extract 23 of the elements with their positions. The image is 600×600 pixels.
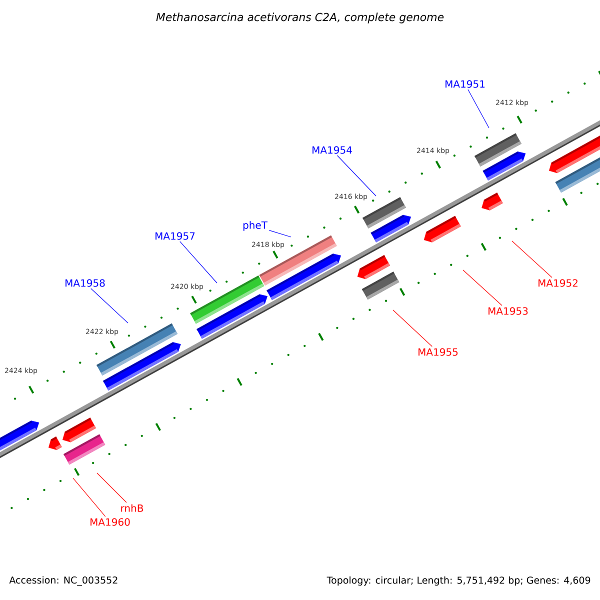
leader-line [96, 472, 127, 503]
footer-text: Accession: NC_003552 [9, 576, 118, 586]
gene-label: MA1957 [156, 232, 195, 240]
leader-line [90, 288, 128, 324]
leader-line [512, 240, 552, 278]
leader-line [468, 89, 490, 128]
gene-label: MA1960 [90, 518, 130, 526]
gene-label: MA1952 [538, 279, 578, 287]
leader-line [268, 230, 292, 238]
gene-label: MA1953 [488, 307, 528, 315]
title: Methanosarcina acetivorans C2A, complete genome [156, 12, 444, 24]
gene-label: MA1955 [418, 348, 458, 356]
footer-text: Topology: circular; Length: 5,751,492 bp; Genes: 4,609 [326, 576, 590, 586]
leader-line [462, 270, 502, 306]
leader-line [336, 155, 376, 196]
gene-label: rnhB [121, 504, 144, 512]
leader-line [180, 241, 218, 284]
gene-label: MA1951 [446, 80, 485, 88]
gene-label: pheT [243, 221, 268, 231]
gene-label: MA1958 [66, 279, 105, 287]
gene-label: MA1954 [312, 146, 352, 154]
leader-line [392, 310, 432, 347]
leader-line [72, 478, 106, 517]
